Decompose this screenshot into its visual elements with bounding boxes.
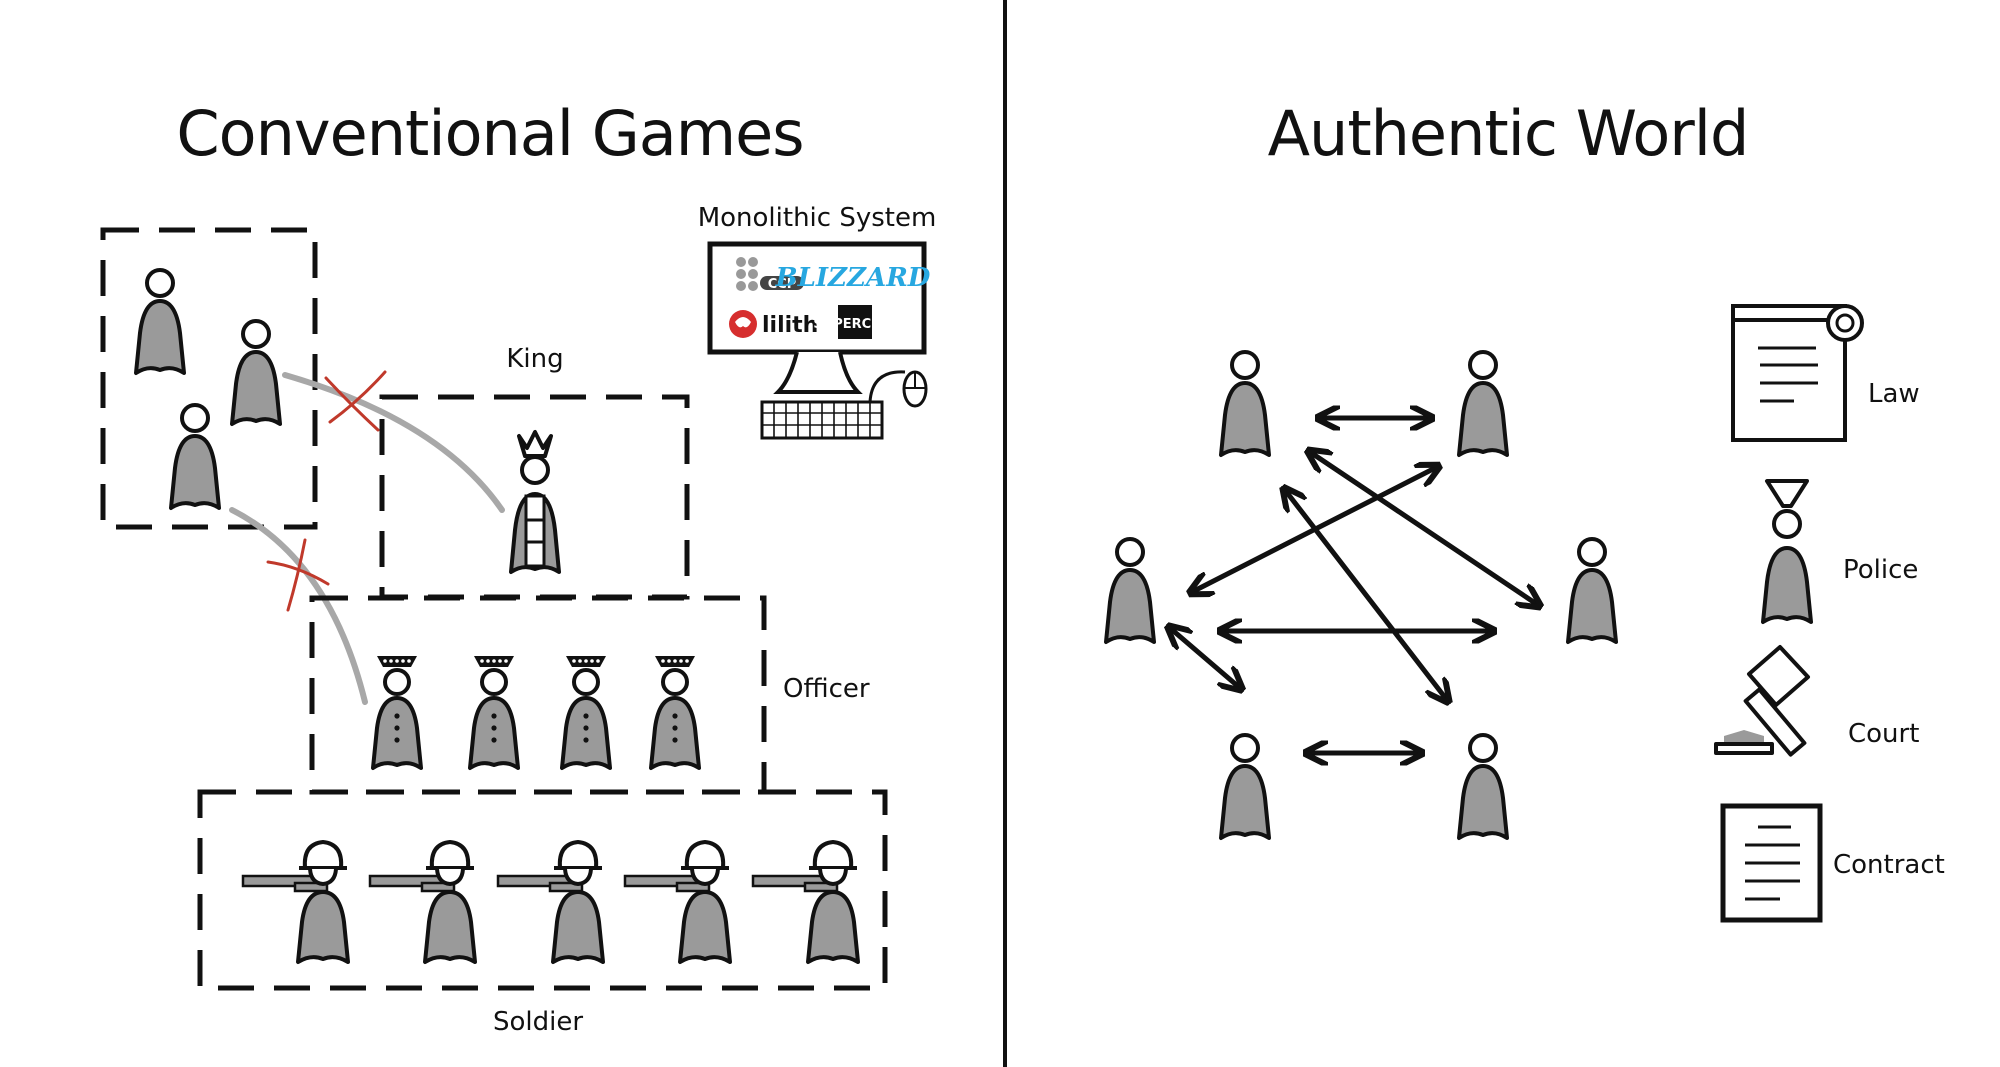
- police-icon: [1761, 479, 1813, 624]
- logo-supercell: SUPERCELL: [813, 317, 896, 332]
- outsider-group-box: [100, 227, 318, 530]
- legend-law-label: Law: [1868, 379, 1920, 409]
- officer-figure: [560, 654, 612, 770]
- relation-arrows: [1170, 418, 1538, 753]
- contract-icon: [1720, 803, 1823, 923]
- officer-figure: [371, 654, 423, 770]
- legend-court-label: Court: [1848, 719, 1919, 749]
- soldier-figure: [751, 840, 860, 964]
- outsider-person: [169, 403, 221, 510]
- soldier-box: [197, 789, 888, 991]
- logo-blizzard: BLIZZARD: [775, 263, 931, 293]
- king-label: King: [506, 344, 563, 374]
- officer-label: Officer: [783, 674, 870, 704]
- logo-ccp: CCP: [768, 277, 797, 292]
- arrow-topleft-to-bottomright: [1285, 490, 1447, 700]
- legend-police-label: Police: [1843, 555, 1918, 585]
- blocked-path-to-king: [282, 372, 505, 513]
- network-person: [1457, 350, 1509, 457]
- scroll-icon: [1731, 304, 1864, 442]
- network-person: [1104, 537, 1156, 644]
- soldier-figure: [368, 840, 477, 964]
- soldier-figure: [241, 840, 350, 964]
- left-title: Conventional Games: [176, 97, 803, 170]
- officer-figure: [649, 654, 701, 770]
- outsider-person: [134, 268, 186, 375]
- lilith-logo-icon: [729, 310, 757, 338]
- officer-figure: [468, 654, 520, 770]
- network-person: [1219, 733, 1271, 840]
- right-title: Authentic World: [1268, 97, 1749, 170]
- blocked-path-to-officer: [229, 507, 368, 705]
- logo-lilith: lilith: [762, 313, 818, 338]
- red-cross-icon: [266, 538, 330, 612]
- network-person: [1457, 733, 1509, 840]
- ccp-logo-icon: CCP: [736, 257, 804, 292]
- network-person: [1566, 537, 1618, 644]
- soldier-label: Soldier: [493, 1007, 583, 1037]
- arrow-left-to-bottomleft: [1170, 628, 1240, 688]
- red-cross-icon: [324, 370, 387, 432]
- king-box: [379, 394, 690, 600]
- gavel-icon: [1714, 645, 1810, 757]
- monolithic-system-label: Monolithic System: [698, 203, 937, 233]
- king-figure: [509, 430, 561, 574]
- legend-contract-label: Contract: [1833, 850, 1945, 880]
- outsider-person: [230, 319, 282, 426]
- soldier-figure: [623, 840, 732, 964]
- network-person: [1219, 350, 1271, 457]
- supercell-logo-icon: SUPERCELL: [813, 305, 897, 339]
- soldier-figure: [496, 840, 605, 964]
